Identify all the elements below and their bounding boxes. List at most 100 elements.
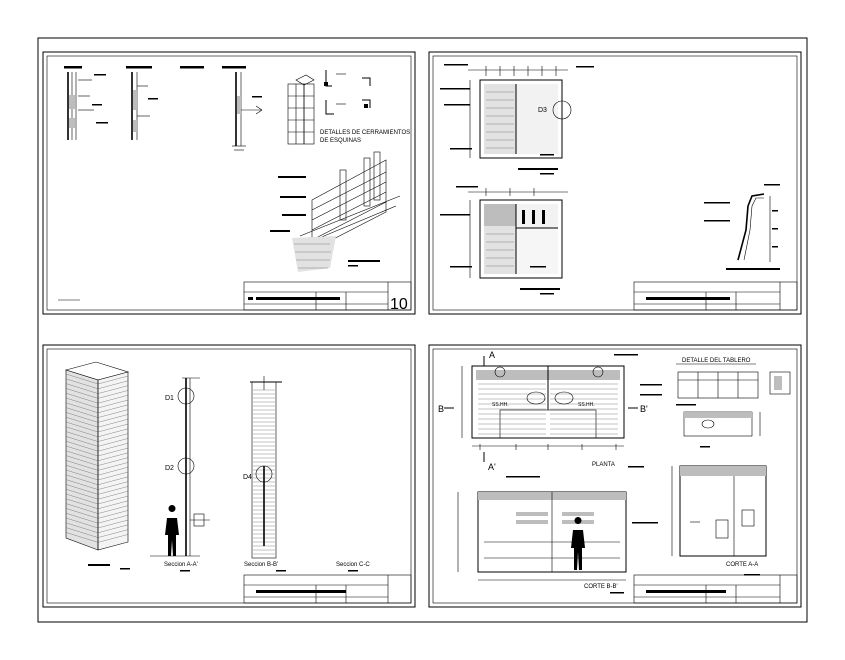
hatch-line <box>65 378 99 389</box>
mark-b-right: B' <box>640 404 648 414</box>
detail-tablero-title: DETALLE DEL TABLERO <box>682 358 751 364</box>
hatch-line <box>97 471 129 481</box>
panel-1-frame <box>42 51 416 315</box>
panel-4-inner-frame <box>432 348 798 604</box>
planta-label: PLANTA <box>592 462 615 468</box>
panel-wall-details: 10 <box>42 51 416 315</box>
hatch-line <box>97 409 129 418</box>
hatch-line <box>97 447 129 457</box>
hatch-line <box>97 505 129 514</box>
hatch-line <box>65 431 99 442</box>
hatch-line <box>65 469 99 481</box>
mark-b-left: B <box>438 404 444 414</box>
title-block-4 <box>633 574 798 604</box>
hatch-line <box>65 383 99 394</box>
panel-floor-plans: D3 <box>428 51 802 315</box>
hatch-line <box>65 508 99 519</box>
callout-d1: D1 <box>165 395 174 402</box>
hatch-line <box>97 419 129 428</box>
section-b-drawing <box>250 376 286 572</box>
hatch-line <box>65 426 99 437</box>
detail-corner-title-1: DETALLES DE CERRAMIENTOS <box>320 130 410 136</box>
section-b-label: Seccion B-B' <box>244 562 278 568</box>
callout-d2: D2 <box>165 465 174 472</box>
sheet-border <box>37 37 808 623</box>
hatch-line <box>97 467 129 476</box>
counter-detail <box>676 363 791 448</box>
hatch-line <box>97 443 129 452</box>
section-bb-drawing <box>457 476 658 594</box>
hatch-line <box>97 380 129 389</box>
corner-post-iso <box>287 70 371 145</box>
callout-d4: D4 <box>243 474 252 481</box>
hatch-line <box>65 417 99 428</box>
hatch-line <box>65 498 99 509</box>
hatch-line <box>65 436 99 447</box>
hatch-line <box>97 423 129 433</box>
hatch-line <box>97 491 129 500</box>
hatch-line <box>97 404 129 413</box>
hatch-line <box>97 500 129 509</box>
hatch-line <box>97 519 129 529</box>
hatch-line <box>65 532 99 543</box>
hatch-line <box>65 441 99 452</box>
hatch-line <box>97 510 129 519</box>
hatch-line <box>97 414 129 423</box>
hatch-line <box>65 421 99 433</box>
hatch-line <box>65 455 99 466</box>
panel-3-inner-frame <box>46 348 412 604</box>
hatch-line <box>65 522 99 533</box>
title-block-2 <box>633 281 798 311</box>
hatch-line <box>65 402 99 413</box>
hatch-line <box>65 484 99 495</box>
wall-cap-detail <box>704 184 780 270</box>
hatch-line <box>65 503 99 514</box>
panel-sections: D1 D2 Seccion A-A' D4 Seccion B-B' Secci… <box>42 344 416 608</box>
detail-corner-title-2: DE ESQUINAS <box>320 138 361 144</box>
section-a-drawing <box>150 377 210 572</box>
hatch-line <box>65 460 99 471</box>
panel-4-frame <box>428 344 802 608</box>
section-aa-drawing <box>671 465 767 576</box>
panel-2-frame <box>428 51 802 315</box>
plan-lower <box>440 186 568 295</box>
hatch-line <box>97 375 129 385</box>
hatch-line <box>65 388 99 399</box>
hatch-line <box>65 479 99 490</box>
hatch-line <box>65 527 99 538</box>
hatch-line <box>97 385 129 394</box>
hatch-line <box>65 407 99 418</box>
section-a-label: Seccion A-A' <box>164 562 198 568</box>
hatch-line <box>97 529 129 538</box>
hatch-line <box>97 433 129 442</box>
hatch-line <box>65 474 99 485</box>
hatch-line <box>97 390 129 399</box>
hatch-line <box>97 457 129 466</box>
fixture-left-label: SS.HH. <box>492 402 509 408</box>
fixture-right-label: SS.HH. <box>578 402 595 408</box>
hatch-line <box>65 465 99 476</box>
hatch-line <box>97 486 129 495</box>
corte-bb-label: CORTE B-B' <box>584 584 618 590</box>
hatch-line <box>97 462 129 471</box>
plan-upper <box>440 64 594 175</box>
hatch-line <box>97 399 129 409</box>
title-block-3 <box>243 574 412 604</box>
sheet-number: 10 <box>390 296 408 313</box>
hatch-line <box>65 513 99 524</box>
hatch-line <box>97 534 129 543</box>
hatch-line <box>97 428 129 437</box>
mark-a-top: A <box>489 350 495 360</box>
callout-d3: D3 <box>538 107 547 114</box>
hatch-line <box>65 397 99 409</box>
panel-3-frame <box>42 344 416 608</box>
hatch-line <box>65 493 99 505</box>
hatch-line <box>65 393 99 404</box>
panel-2-inner-frame <box>432 55 798 311</box>
hatch-line <box>97 515 129 524</box>
fence-isometric <box>270 151 401 272</box>
hatch-line <box>97 452 129 461</box>
hatch-line <box>65 450 99 461</box>
hatch-line <box>65 517 99 529</box>
